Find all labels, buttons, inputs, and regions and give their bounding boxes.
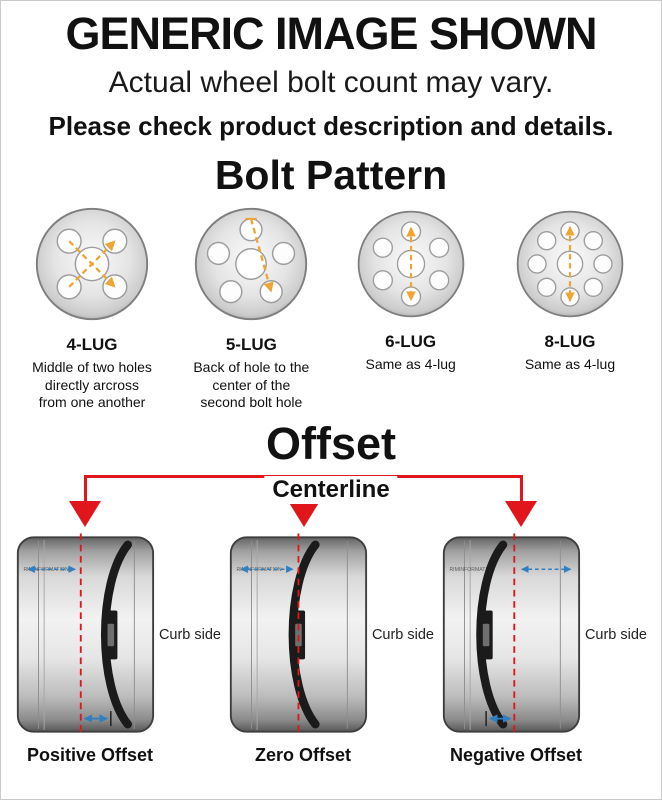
curb-side-label: Curb side (158, 626, 221, 643)
offset-row: RIMINFORMATION Curb side RIMINFORMATION (1, 527, 661, 742)
centerline-marker-icon (288, 501, 320, 528)
offset-wheel-positive: RIMINFORMATION Curb side (15, 527, 221, 742)
centerline-area: Centerline (1, 469, 661, 528)
negative-offset-label-text: Negative Offset (449, 745, 583, 766)
curb-side-label: Curb side (371, 626, 434, 643)
bolt-pattern-row: 4-LUG Middle of two holes directly arcro… (1, 197, 661, 412)
bolt-pattern-description: Middle of two holes directly arcross fro… (32, 358, 152, 411)
offset-wheel-negative: RIMINFORMATION Curb side (441, 527, 647, 742)
centerline-marker-icon (505, 501, 537, 528)
barrel-text: RIMINFORMATION (23, 568, 68, 574)
bolt-pattern-label: 5-LUG (225, 334, 277, 354)
bolt-pattern-8-lug-diagram-icon (516, 210, 624, 318)
bolt-pattern-description: Back of hole to the center of the second… (193, 358, 310, 411)
bolt-pattern-item-4lug: 4-LUG Middle of two holes directly arcro… (15, 205, 169, 412)
bolt-pattern-item-6lug: 6-LUG Same as 4-lug (334, 205, 488, 412)
zero-offset-label: Zero Offset (228, 745, 434, 766)
bolt-pattern-5-lug-diagram-icon (195, 207, 308, 321)
bolt-pattern-heading: Bolt Pattern (214, 151, 448, 198)
centerline-marker-icon (69, 501, 101, 528)
curb-side-label: Curb side (584, 626, 647, 643)
offset-wheel-zero: RIMINFORMATION Curb side (228, 527, 434, 742)
bolt-pattern-description: Same as 4-lug (365, 355, 456, 372)
bolt-pattern-item-5lug: 5-LUG Back of hole to the center of the … (174, 205, 328, 412)
bolt-pattern-label: 4-LUG (66, 334, 118, 354)
bolt-pattern-description: Same as 4-lug (524, 355, 616, 372)
negative-offset-wheel-diagram-icon: RIMINFORMATION (442, 533, 581, 735)
positive-offset-label: Positive Offset (15, 745, 221, 766)
bolt-pattern-label: 6-LUG (385, 331, 437, 351)
positive-offset-label-text: Positive Offset (26, 745, 154, 766)
centerline-connector (519, 475, 523, 503)
page-title: GENERIC IMAGE SHOWN (65, 8, 597, 59)
negative-offset-label: Negative Offset (441, 745, 647, 766)
zero-offset-wheel-diagram-icon: RIMINFORMATION (229, 533, 368, 736)
bolt-pattern-4-lug-diagram-icon (35, 207, 149, 321)
page-subtitle: Actual wheel bolt count may vary. (108, 65, 554, 99)
page-note: Please check product description and det… (48, 110, 614, 141)
positive-offset-wheel-diagram-icon: RIMINFORMATION (16, 533, 155, 735)
bolt-pattern-label: 8-LUG (544, 331, 596, 351)
barrel-text: RIMINFORMATION (236, 568, 281, 574)
offset-heading: Offset (265, 418, 396, 470)
bolt-pattern-6-lug-diagram-icon (357, 210, 464, 318)
bolt-pattern-item-8lug: 8-LUG Same as 4-lug (493, 205, 647, 412)
centerline-label: Centerline (264, 476, 398, 505)
barrel-text: RIMINFORMATION (449, 568, 494, 574)
centerline-connector (83, 475, 87, 503)
offset-labels-row: Positive Offset Zero Offset Negative Off… (1, 745, 661, 766)
zero-offset-label-text: Zero Offset (254, 745, 351, 766)
